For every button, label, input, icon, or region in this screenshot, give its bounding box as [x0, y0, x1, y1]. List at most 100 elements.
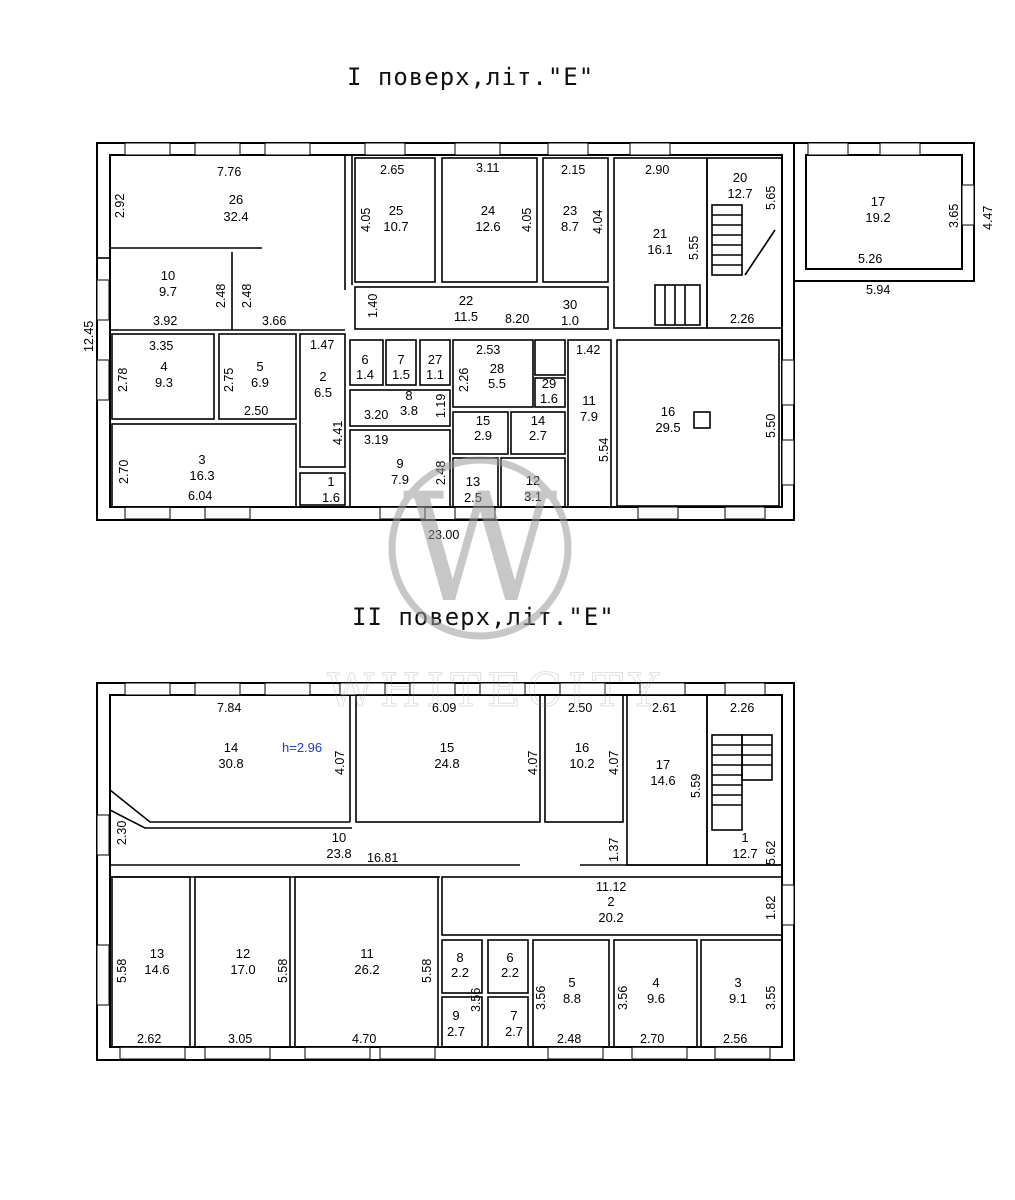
dimension-label: 2.26	[457, 368, 471, 392]
f1-room-10-area: 9.7	[159, 284, 177, 299]
f2-room-2-area: 20.2	[598, 910, 623, 925]
dimension-label: 11.12	[596, 880, 626, 894]
interior-wall	[111, 876, 191, 1048]
interior-wall	[741, 734, 773, 781]
dimension-label: 1.47	[310, 338, 334, 352]
window	[714, 1046, 771, 1060]
interior-wall	[441, 157, 538, 283]
dimension-label: 2.56	[723, 1032, 747, 1046]
interior-wall	[706, 157, 783, 329]
dimension-label: 2.48	[214, 284, 228, 308]
dimension-label: 1.42	[576, 343, 600, 357]
f1-room-16-number: 16	[661, 404, 675, 419]
window	[637, 506, 679, 520]
interior-wall	[194, 876, 291, 1048]
f2-room-10-number: 10	[332, 830, 346, 845]
dimension-label: 2.48	[240, 284, 254, 308]
f1-room-3-area: 16.3	[189, 468, 214, 483]
dimension-label: 2.61	[652, 701, 676, 715]
window	[194, 682, 241, 696]
dimension-label: 7.84	[217, 701, 241, 715]
interior-wall	[500, 457, 566, 508]
dimension-label: 3.65	[947, 204, 961, 228]
window	[379, 1046, 436, 1060]
floor1-title: I поверх,літ."Е"	[347, 63, 595, 91]
dimension-label: 2.78	[116, 368, 130, 392]
f2-room-1-number: 1	[741, 830, 748, 845]
window	[807, 142, 849, 156]
dimension-label: 4.41	[331, 421, 345, 445]
dimension-label: 2.90	[645, 163, 669, 177]
f2-room-7-number: 7	[510, 1008, 517, 1023]
dimension-label: 4.70	[352, 1032, 376, 1046]
interior-wall	[654, 284, 701, 326]
floor2-windows	[96, 682, 795, 1060]
f1-room-11-area: 7.9	[580, 409, 598, 424]
dimension-label: 2.70	[640, 1032, 664, 1046]
dimension-label: 8.20	[505, 312, 529, 326]
f1-room-1-area: 1.6	[322, 490, 340, 505]
f1-room-5-number: 5	[256, 359, 263, 374]
f2-room-8-area: 2.2	[451, 965, 469, 980]
f1-room-30-number: 30	[563, 297, 577, 312]
f2-room-1-area: 12.7	[732, 846, 757, 861]
f2-room-3-area: 9.1	[729, 991, 747, 1006]
interior-wall	[487, 996, 529, 1048]
f2-room-14-number: 14	[224, 740, 238, 755]
watermark-ring	[388, 456, 572, 640]
dimension-label: 5.58	[276, 959, 290, 983]
ceiling-height-note: h=2.96	[282, 740, 322, 755]
f2-room-15-area: 24.8	[434, 756, 459, 771]
f2-room-7-area: 2.7	[505, 1024, 523, 1039]
window	[96, 279, 110, 321]
f1-room-8-number: 8	[405, 388, 412, 403]
f1-room-17-area: 19.2	[865, 210, 890, 225]
f1-room-2-number: 2	[319, 369, 326, 384]
dimension-label: 5.62	[764, 841, 778, 865]
dimension-label: 2.62	[137, 1032, 161, 1046]
interior-wall	[354, 286, 609, 330]
f1-room-22-area: 11.5	[454, 309, 478, 324]
f1-room-24-number: 24	[481, 203, 495, 218]
f1-room-9-area: 7.9	[391, 472, 409, 487]
window	[124, 682, 171, 696]
interior-wall	[294, 876, 439, 1048]
f1-room-29-area: 1.6	[540, 391, 558, 406]
window	[364, 142, 406, 156]
dimension-label: 2.26	[730, 701, 754, 715]
floor2-plan: h=2.96 14 30.8 15 24.8 16 10.2 17 14.6 1…	[96, 682, 795, 1061]
interior-wall	[510, 411, 566, 455]
window	[264, 682, 311, 696]
f2-room-11-area: 26.2	[354, 962, 379, 977]
interior-wall	[542, 157, 609, 283]
floor2-title: II поверх,літ."Е"	[352, 603, 615, 631]
dimension-label: 1.40	[366, 294, 380, 318]
dimension-label: 3.66	[262, 314, 286, 328]
f1-room-21-number: 21	[653, 226, 667, 241]
dimension-label: 3.55	[764, 986, 778, 1010]
dimension-label: 3.92	[153, 314, 177, 328]
dimension-label: 12.45	[82, 321, 96, 352]
dimension-label: 16.81	[367, 851, 398, 865]
window	[724, 506, 766, 520]
window	[96, 944, 110, 1006]
dimension-label: 5.55	[687, 236, 701, 260]
f1-room-4-area: 9.3	[155, 375, 173, 390]
floor2-interior-walls	[109, 694, 783, 1048]
window	[961, 184, 975, 226]
f1-room-22-number: 22	[459, 293, 473, 308]
f2-room-5-area: 8.8	[563, 991, 581, 1006]
dimension-label: 3.35	[149, 339, 173, 353]
dimension-label: 4.07	[526, 751, 540, 775]
f2-room-9-number: 9	[452, 1008, 459, 1023]
interior-wall	[441, 939, 483, 994]
interior-wall	[111, 333, 215, 420]
dimension-label: 6.09	[432, 701, 456, 715]
f1-room-23-area: 8.7	[561, 219, 579, 234]
floor1-interior-walls	[98, 155, 783, 508]
f1-room-10-number: 10	[161, 268, 175, 283]
window	[724, 682, 766, 696]
interior-wall	[441, 876, 783, 936]
interior-wall	[744, 229, 776, 276]
f1-room-20-number: 20	[733, 170, 747, 185]
